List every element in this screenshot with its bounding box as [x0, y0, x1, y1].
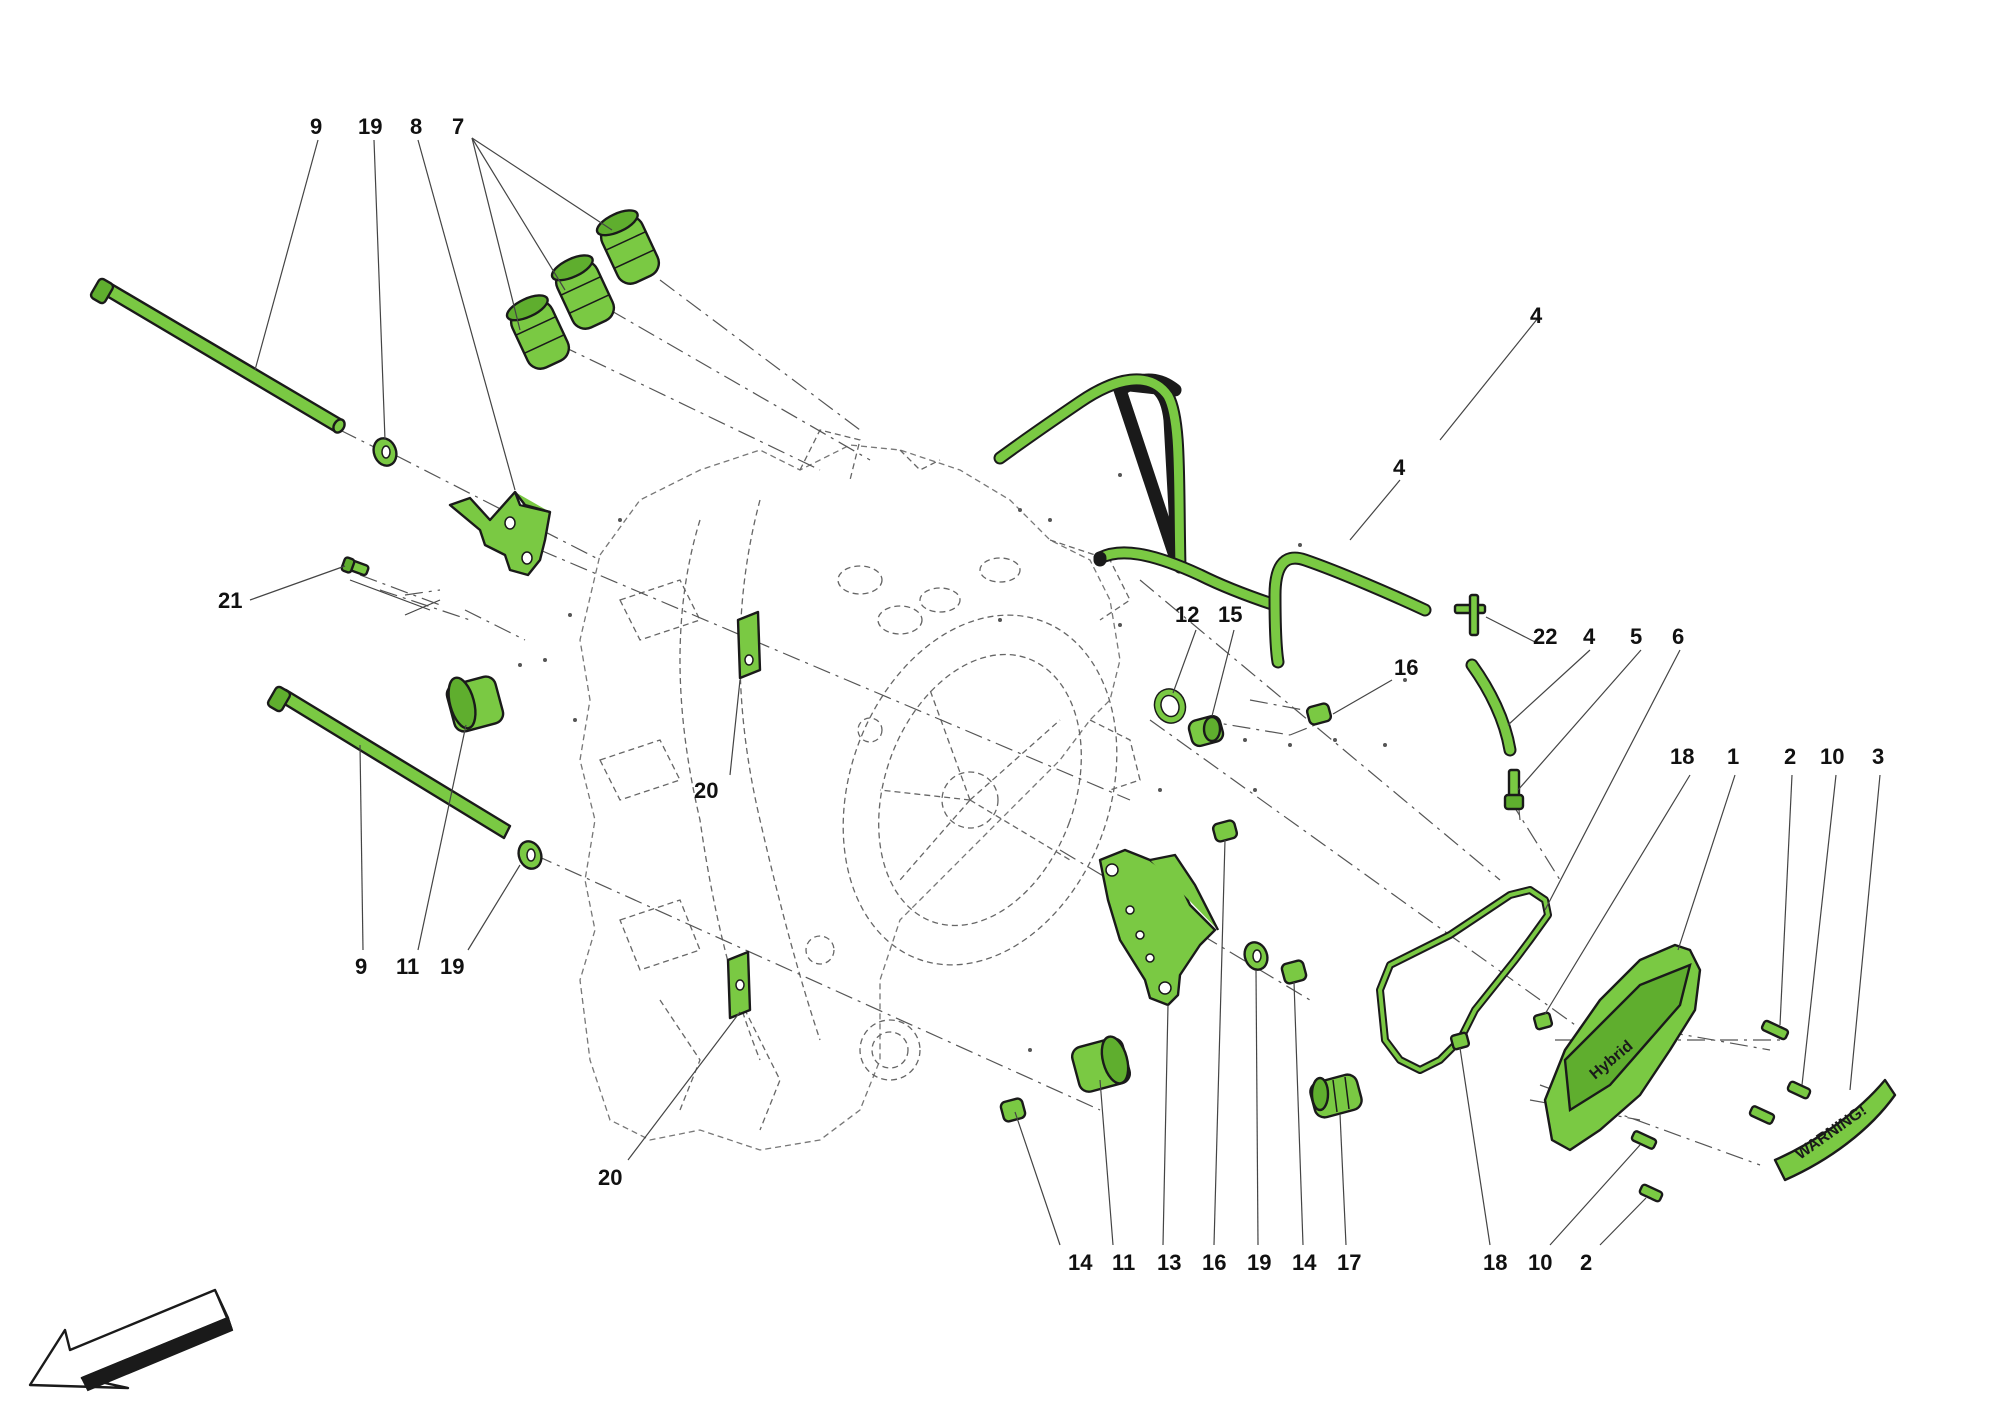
callout-18-b: 18 — [1483, 1250, 1507, 1275]
callout-8: 8 — [410, 114, 422, 139]
callout-19-left: 19 — [440, 954, 464, 979]
callout-20-bottom: 20 — [598, 1165, 622, 1190]
warning-label-3: WARNING! — [1773, 1078, 1897, 1182]
arrow-down-left-icon — [28, 1288, 234, 1392]
callout-6: 6 — [1672, 624, 1684, 649]
bolts-2-10 — [1630, 1019, 1812, 1203]
assembly-center-lines — [339, 279, 1780, 1166]
snap-ring-12 — [1153, 688, 1187, 724]
hose-4-middle — [1268, 551, 1432, 669]
nut-14-mid — [1280, 959, 1308, 985]
washer-19-bottom — [1243, 941, 1269, 971]
callout-19-top: 19 — [358, 114, 382, 139]
callout-2-top: 2 — [1784, 744, 1796, 769]
callout-12: 12 — [1175, 602, 1199, 627]
callout-4-mid: 4 — [1393, 455, 1406, 480]
callout-14-b: 14 — [1292, 1250, 1317, 1275]
callout-11-left: 11 — [396, 954, 419, 979]
callout-18-top: 18 — [1670, 744, 1694, 769]
hose-4-mid — [1093, 546, 1282, 612]
callout-4-right: 4 — [1583, 624, 1596, 649]
callout-13: 13 — [1157, 1250, 1181, 1275]
callout-10-b: 10 — [1528, 1250, 1552, 1275]
callout-7: 7 — [452, 114, 464, 139]
callout-3: 3 — [1872, 744, 1884, 769]
callout-9-top: 9 — [310, 114, 322, 139]
bolt-21 — [340, 556, 370, 577]
fitting-5 — [1503, 768, 1525, 811]
callout-1: 1 — [1727, 744, 1739, 769]
plate-20-mid — [736, 610, 762, 680]
bolt-9-bottom — [266, 685, 512, 840]
hose-upper — [993, 373, 1187, 574]
callout-19-b: 19 — [1247, 1250, 1271, 1275]
callout-4-top: 4 — [1530, 303, 1543, 328]
cap-nut-16-bottom — [1211, 819, 1239, 843]
plate-20-bottom — [726, 950, 752, 1020]
callout-22: 22 — [1533, 624, 1557, 649]
pins-18 — [1449, 1011, 1554, 1051]
callout-2-b: 2 — [1580, 1250, 1592, 1275]
callout-21: 21 — [218, 588, 242, 613]
grommets-7 — [505, 209, 661, 370]
dots — [518, 473, 1407, 1052]
callout-16-b: 16 — [1202, 1250, 1226, 1275]
bracket-13 — [1098, 848, 1220, 1007]
nut-14-bottom — [999, 1097, 1027, 1123]
bracket-8 — [448, 490, 552, 577]
cover-1: Hybrid — [1543, 943, 1702, 1152]
bushing-15 — [1187, 714, 1225, 748]
bushing-11-left — [445, 675, 505, 733]
hose-4-right — [1465, 658, 1517, 757]
washer-19-top — [372, 437, 398, 467]
callout-16-right: 16 — [1394, 655, 1418, 680]
plug-17 — [1309, 1073, 1363, 1119]
gasket-6 — [1376, 886, 1552, 1074]
callout-17: 17 — [1337, 1250, 1361, 1275]
bolt-9-top — [89, 277, 346, 434]
callout-9-bottom: 9 — [355, 954, 367, 979]
bushing-11-bottom — [1070, 1035, 1132, 1093]
callout-5: 5 — [1630, 624, 1642, 649]
leader-lines — [249, 137, 1881, 1246]
washer-19-left — [517, 840, 543, 870]
gearbox-housing-ghost — [579, 429, 1141, 1151]
cap-nut-16-right — [1305, 702, 1333, 726]
callouts: 9 19 8 7 21 20 9 11 19 20 4 4 12 15 16 2… — [218, 114, 1884, 1275]
callout-10-top: 10 — [1820, 744, 1844, 769]
t-fitting-22 — [1453, 593, 1487, 637]
callout-15: 15 — [1218, 602, 1242, 627]
callout-20-mid: 20 — [694, 778, 718, 803]
callout-14-a: 14 — [1068, 1250, 1093, 1275]
callout-11-b: 11 — [1112, 1250, 1135, 1275]
